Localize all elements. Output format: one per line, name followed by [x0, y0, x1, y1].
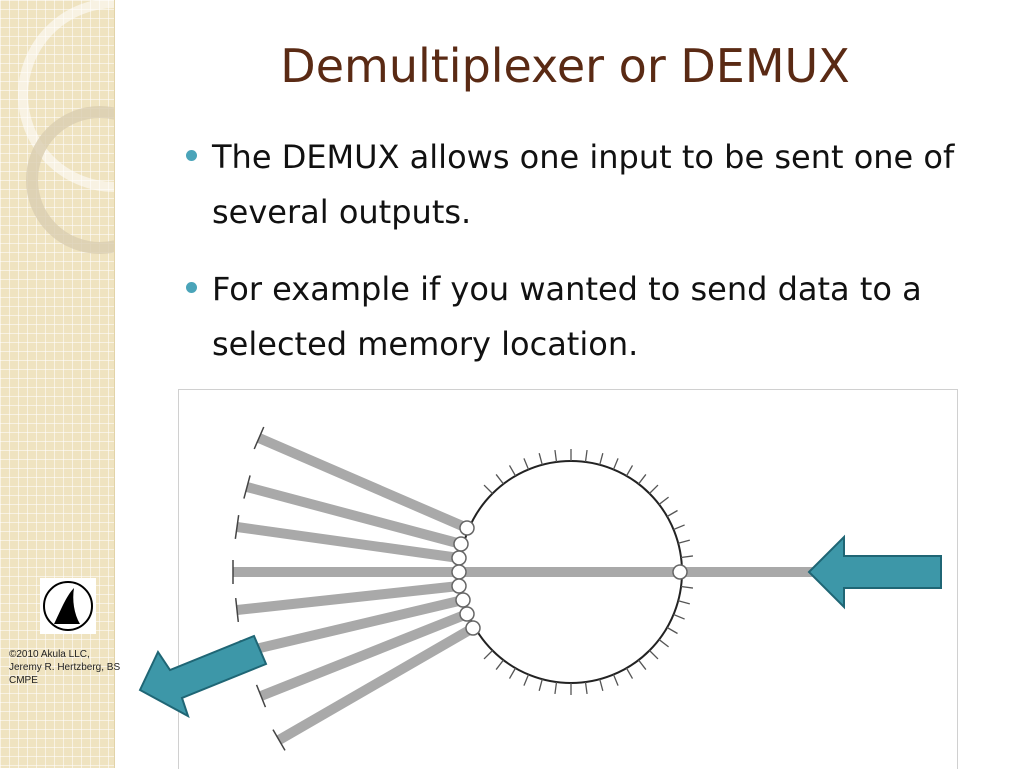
selector-tick	[680, 585, 694, 589]
output-node	[453, 536, 469, 552]
bullet-item: The DEMUX allows one input to be sent on…	[186, 130, 986, 240]
arrow-left-icon	[807, 534, 942, 610]
output-bar	[257, 433, 469, 533]
selector-tick	[666, 509, 678, 518]
input-node	[672, 564, 688, 580]
selector-tick	[638, 659, 647, 670]
bullet-item: For example if you wanted to send data t…	[186, 262, 986, 372]
sidebar-rings	[18, 0, 114, 254]
selector-tick	[538, 453, 543, 465]
slide-title: Demultiplexer or DEMUX	[280, 39, 850, 93]
selector-tick	[678, 600, 690, 605]
demux-diagram	[178, 389, 958, 769]
input-bar	[457, 567, 817, 577]
output-node	[451, 550, 467, 566]
output-node	[451, 578, 467, 594]
selector-tick	[649, 650, 659, 660]
selector-tick	[625, 465, 634, 477]
output-bar-cap	[234, 597, 240, 623]
selector-tick	[673, 524, 685, 531]
output-bar	[236, 581, 460, 615]
bullet-dot-icon	[186, 150, 197, 161]
selector-tick	[612, 458, 619, 470]
selector-tick	[599, 679, 604, 691]
selector-tick	[523, 458, 530, 470]
selector-tick	[538, 679, 543, 691]
output-bar-cap	[243, 475, 251, 499]
output-bar-cap	[234, 515, 240, 539]
output-bar	[236, 522, 460, 563]
bullet-dot-icon	[186, 282, 197, 293]
sidebar-decoration: ©2010 Akula LLC, Jeremy R. Hertzberg, BS…	[0, 0, 120, 768]
output-node	[459, 520, 475, 536]
selector-tick	[584, 681, 588, 695]
selector-tick	[508, 465, 517, 477]
selector-tick	[495, 474, 504, 485]
output-node	[459, 606, 475, 622]
bullet-text: The DEMUX allows one input to be sent on…	[212, 138, 955, 231]
selector-tick	[495, 659, 504, 670]
output-node	[465, 620, 481, 636]
selector-tick	[649, 484, 659, 494]
output-bar-cap	[272, 729, 286, 751]
akula-logo-icon	[40, 578, 96, 634]
selector-tick	[584, 449, 588, 463]
selector-tick	[554, 681, 558, 695]
output-bars	[232, 426, 481, 751]
selector-tick	[666, 626, 678, 635]
selector-tick	[554, 449, 558, 463]
copyright-notice: ©2010 Akula LLC, Jeremy R. Hertzberg, BS…	[9, 649, 121, 686]
selector-tick	[678, 539, 690, 544]
selector-tick	[508, 667, 517, 679]
selector-tick	[673, 613, 685, 620]
selector-tick	[638, 474, 647, 485]
selector-tick	[523, 674, 530, 686]
output-node	[451, 564, 467, 580]
demux-diagram-svg	[232, 426, 942, 751]
output-bar	[259, 609, 469, 701]
selector-tick	[658, 639, 669, 648]
selector-tick	[612, 674, 619, 686]
output-bar	[241, 595, 465, 657]
selector-tick	[599, 453, 604, 465]
output-bar	[276, 623, 476, 745]
bullet-list: The DEMUX allows one input to be sent on…	[186, 130, 986, 394]
selector-tick	[680, 555, 694, 559]
output-node	[455, 592, 471, 608]
bullet-text: For example if you wanted to send data t…	[212, 270, 922, 363]
selector-tick	[658, 496, 669, 505]
selector-ticks	[483, 449, 694, 695]
selector-tick	[625, 667, 634, 679]
output-bar	[245, 482, 463, 549]
output-bar-cap	[253, 426, 265, 450]
selector-tick	[483, 650, 493, 660]
selector-tick	[483, 484, 493, 494]
